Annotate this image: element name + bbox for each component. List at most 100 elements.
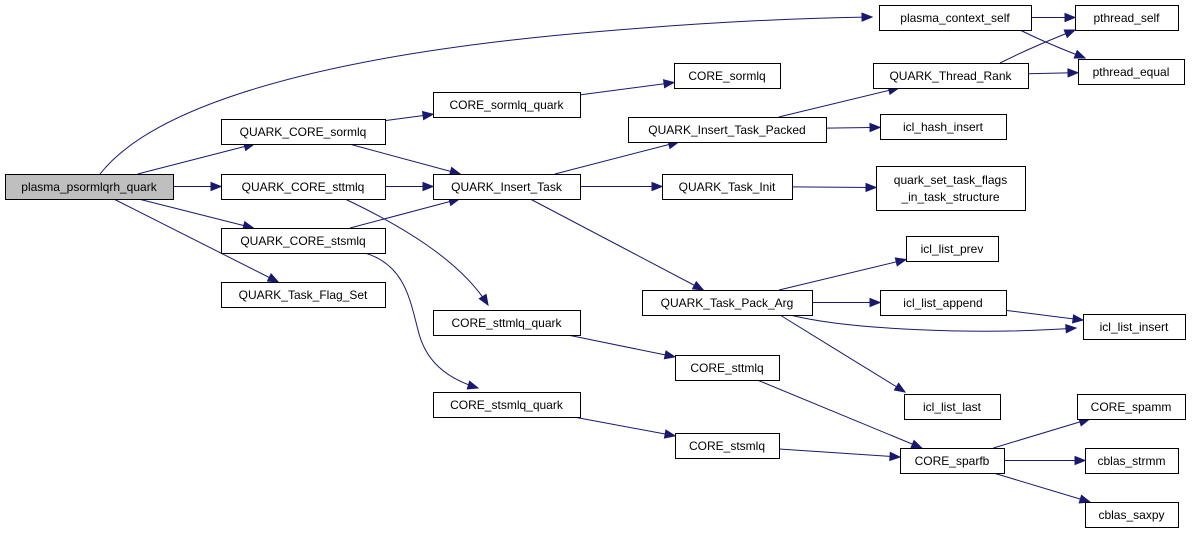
node-QUARK_CORE_stsmlq[interactable]: QUARK_CORE_stsmlq: [221, 228, 386, 254]
node-label-cblas_saxpy: cblas_saxpy: [1098, 508, 1164, 522]
node-CORE_stsmlq[interactable]: CORE_stsmlq: [675, 433, 780, 459]
node-box-QUARK_CORE_sttmlq: [221, 174, 386, 200]
edge-QUARK_Task_Pack_Arg-to-icl_list_last-arrowhead: [893, 382, 907, 393]
edge-QUARK_Task_Pack_Arg-to-icl_list_prev-arrowhead: [894, 257, 908, 267]
node-pthread_equal[interactable]: pthread_equal: [1078, 59, 1185, 85]
edge-CORE_stsmlq-to-CORE_sparfb: [778, 448, 901, 458]
edge-icl_list_append-to-icl_list_insert: [1005, 309, 1084, 321]
edge-plasma_psormlqrh_quark-to-QUARK_CORE_sormlq: [137, 143, 255, 175]
node-box-quark_set_task_flags_in_task_structure: [876, 166, 1026, 211]
node-label-QUARK_CORE_stsmlq: QUARK_CORE_stsmlq: [240, 234, 365, 248]
node-box-QUARK_Thread_Rank: [873, 63, 1029, 89]
node-box-icl_list_append: [880, 290, 1007, 316]
node-CORE_sttmlq[interactable]: CORE_sttmlq: [675, 355, 780, 381]
edge-QUARK_Task_Pack_Arg-to-icl_list_insert: [789, 314, 1077, 332]
edge-QUARK_Insert_Task_Packed-to-QUARK_Thread_Rank: [778, 87, 899, 118]
node-icl_list_append[interactable]: icl_list_append: [880, 290, 1007, 316]
node-QUARK_Task_Pack_Arg[interactable]: QUARK_Task_Pack_Arg: [642, 290, 813, 316]
node-label-plasma_context_self: plasma_context_self: [900, 11, 1010, 25]
node-box-cblas_strmm: [1085, 448, 1179, 474]
edge-plasma_context_self-to-pthread_equal-arrowhead: [1073, 49, 1087, 59]
node-QUARK_Insert_Task[interactable]: QUARK_Insert_Task: [433, 174, 581, 200]
node-box-icl_list_insert: [1083, 314, 1186, 340]
node-cblas_saxpy[interactable]: cblas_saxpy: [1085, 502, 1179, 528]
node-CORE_sparfb[interactable]: CORE_sparfb: [900, 448, 1005, 474]
edge-CORE_stsmlq_quark-to-CORE_stsmlq: [573, 416, 676, 437]
edge-CORE_stsmlq_quark-to-CORE_stsmlq-arrowhead: [663, 429, 677, 439]
node-label-icl_list_append: icl_list_append: [903, 296, 982, 310]
node-label-CORE_sormlq_quark: CORE_sormlq_quark: [449, 98, 564, 112]
node-plasma_context_self[interactable]: plasma_context_self: [879, 5, 1032, 31]
node-label-CORE_stsmlq_quark: CORE_stsmlq_quark: [450, 398, 564, 412]
node-label-CORE_spamm: CORE_spamm: [1091, 400, 1172, 414]
node-box-pthread_self: [1075, 5, 1179, 31]
edge-QUARK_Task_Pack_Arg-to-icl_list_insert-arrowhead: [1065, 324, 1078, 334]
edge-QUARK_Insert_Task-to-QUARK_Insert_Task_Packed: [554, 141, 679, 175]
edge-QUARK_Insert_Task-to-QUARK_Task_Init-arrowhead: [651, 181, 664, 192]
node-quark_set_task_flags_in_task_structure[interactable]: quark_set_task_flags_in_task_structure: [876, 166, 1026, 211]
node-label-icl_list_prev: icl_list_prev: [921, 242, 984, 256]
edge-CORE_sttmlq-to-CORE_sparfb-arrowhead: [910, 439, 924, 449]
node-box-cblas_saxpy: [1085, 502, 1179, 528]
edge-QUARK_CORE_sttmlq-to-CORE_sttmlq_quark: [344, 198, 489, 306]
edge-plasma_psormlqrh_quark-to-QUARK_CORE_stsmlq: [138, 198, 254, 229]
edge-QUARK_Task_Init-to-quark_set_task_flags_in_task_structure-arrowhead: [865, 182, 878, 193]
node-label-pthread_self: pthread_self: [1093, 11, 1160, 25]
node-box-QUARK_Task_Flag_Set: [221, 282, 386, 308]
node-CORE_sttmlq_quark[interactable]: CORE_sttmlq_quark: [433, 310, 581, 336]
node-icl_hash_insert[interactable]: icl_hash_insert: [880, 114, 1007, 140]
edge-QUARK_Insert_Task_Packed-to-icl_hash_insert-arrowhead: [869, 122, 882, 133]
edge-plasma_psormlqrh_quark-to-QUARK_Task_Flag_Set-arrowhead: [266, 273, 280, 283]
node-box-QUARK_Task_Init: [662, 174, 793, 200]
edge-plasma_psormlqrh_quark-to-plasma_context_self-arrowhead: [861, 12, 874, 22]
node-label-pthread_equal: pthread_equal: [1093, 65, 1170, 79]
node-QUARK_CORE_sttmlq[interactable]: QUARK_CORE_sttmlq: [221, 174, 386, 200]
node-label-QUARK_Insert_Task_Packed: QUARK_Insert_Task_Packed: [648, 123, 805, 137]
node-box-CORE_stsmlq: [675, 433, 780, 459]
node-label-QUARK_Task_Init: QUARK_Task_Init: [679, 180, 776, 194]
edge-CORE_sormlq_quark-to-CORE_sormlq-arrowhead: [662, 79, 676, 89]
edge-QUARK_Thread_Rank-to-pthread_equal-arrowhead: [1067, 68, 1080, 78]
node-label-CORE_sormlq: CORE_sormlq: [688, 69, 765, 83]
node-icl_list_prev[interactable]: icl_list_prev: [906, 236, 999, 262]
node-box-CORE_spamm: [1077, 394, 1186, 420]
node-CORE_sormlq_quark[interactable]: CORE_sormlq_quark: [433, 92, 581, 118]
node-QUARK_CORE_sormlq[interactable]: QUARK_CORE_sormlq: [221, 119, 386, 145]
edge-CORE_sparfb-to-cblas_saxpy: [993, 472, 1091, 503]
node-CORE_spamm[interactable]: CORE_spamm: [1077, 394, 1186, 420]
edge-CORE_sttmlq-to-CORE_sparfb: [757, 379, 922, 449]
node-box-CORE_stsmlq_quark: [433, 392, 581, 418]
node-QUARK_Task_Flag_Set[interactable]: QUARK_Task_Flag_Set: [221, 282, 386, 308]
node-QUARK_Task_Init[interactable]: QUARK_Task_Init: [662, 174, 793, 200]
node-box-icl_list_prev: [906, 236, 999, 262]
node-label-CORE_sttmlq_quark: CORE_sttmlq_quark: [451, 316, 562, 330]
node-CORE_sormlq[interactable]: CORE_sormlq: [674, 63, 781, 89]
node-icl_list_insert[interactable]: icl_list_insert: [1083, 314, 1186, 340]
node-label-QUARK_Insert_Task: QUARK_Insert_Task: [451, 180, 563, 194]
node-label-QUARK_Task_Pack_Arg: QUARK_Task_Pack_Arg: [661, 296, 794, 310]
node-cblas_strmm[interactable]: cblas_strmm: [1085, 448, 1179, 474]
node-icl_list_last[interactable]: icl_list_last: [904, 394, 1001, 420]
edge-QUARK_Task_Pack_Arg-to-icl_list_prev: [778, 259, 907, 291]
node-box-QUARK_CORE_sormlq: [221, 119, 386, 145]
node-plasma_psormlqrh_quark[interactable]: plasma_psormlqrh_quark: [5, 174, 174, 200]
node-QUARK_Insert_Task_Packed[interactable]: QUARK_Insert_Task_Packed: [628, 117, 827, 143]
node-label-QUARK_CORE_sttmlq: QUARK_CORE_sttmlq: [242, 180, 365, 194]
node-label-plasma_psormlqrh_quark: plasma_psormlqrh_quark: [21, 180, 157, 194]
node-label-QUARK_CORE_sormlq: QUARK_CORE_sormlq: [240, 125, 367, 139]
node-box-CORE_sttmlq_quark: [433, 310, 581, 336]
node-QUARK_Thread_Rank[interactable]: QUARK_Thread_Rank: [873, 63, 1029, 89]
node-pthread_self[interactable]: pthread_self: [1075, 5, 1179, 31]
edge-QUARK_Task_Init-to-quark_set_task_flags_in_task_structure: [791, 186, 877, 188]
edge-QUARK_Insert_Task-to-QUARK_Task_Pack_Arg-arrowhead: [691, 280, 705, 291]
node-box-QUARK_Insert_Task_Packed: [628, 117, 827, 143]
node-CORE_stsmlq_quark[interactable]: CORE_stsmlq_quark: [433, 392, 581, 418]
node-label-line2-quark_set_task_flags_in_task_structure: _in_task_structure: [900, 190, 999, 204]
node-label-QUARK_Thread_Rank: QUARK_Thread_Rank: [889, 69, 1012, 83]
edge-QUARK_Insert_Task-to-QUARK_Task_Pack_Arg: [530, 198, 704, 291]
node-label-CORE_sparfb: CORE_sparfb: [915, 454, 990, 468]
node-label-CORE_stsmlq: CORE_stsmlq: [689, 439, 765, 453]
edge-QUARK_CORE_stsmlq-to-CORE_stsmlq_quark-arrowhead: [466, 380, 480, 390]
edge-CORE_sormlq_quark-to-CORE_sormlq: [579, 81, 675, 96]
